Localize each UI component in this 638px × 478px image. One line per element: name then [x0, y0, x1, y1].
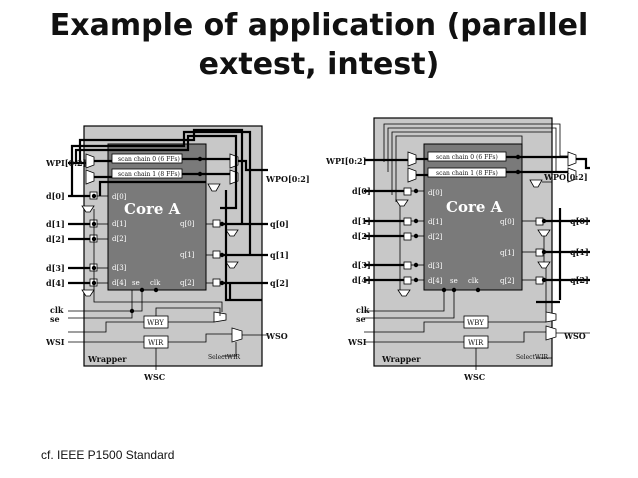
core-pin-se: se: [450, 277, 458, 285]
selectwir-label: SelectWIR: [208, 354, 240, 361]
pin-wso: WSO: [265, 331, 288, 341]
scan-chain-0-label: scan chain 0 (6 FFs): [118, 156, 180, 163]
junction-dots: [413, 154, 547, 293]
slide-title: Example of application (parallel extest,…: [0, 6, 638, 84]
core-title: Core A: [124, 200, 181, 218]
pin-q1: q[1]: [270, 250, 289, 260]
scan-chain-1-label: scan chain 1 (8 FFs): [436, 170, 498, 177]
core-pin-d4: d[4]: [112, 279, 127, 287]
core-pin-d1: d[1]: [428, 218, 443, 226]
pin-q2: q[2]: [570, 275, 589, 285]
core-pin-d3: d[3]: [428, 262, 443, 270]
pin-d3: d[3]: [352, 260, 371, 270]
pin-wpi: WPI[0:2]: [325, 156, 366, 166]
core-pin-d0: d[0]: [112, 193, 127, 201]
core-pin-q1: q[1]: [500, 249, 515, 257]
core-pin-q2: q[2]: [180, 279, 195, 287]
pin-q0: q[0]: [270, 219, 289, 229]
pin-q0: q[0]: [570, 216, 589, 226]
selectwir-label: SelectWIR: [516, 354, 548, 361]
pin-q1: q[1]: [570, 247, 589, 257]
pin-d1: d[1]: [352, 216, 371, 226]
wsc-label: WSC: [463, 372, 485, 382]
pin-d4: d[4]: [352, 275, 371, 285]
core-pin-d1: d[1]: [112, 220, 127, 228]
wir-label: WIR: [468, 339, 484, 347]
wrapper-label: Wrapper: [87, 354, 127, 364]
pin-se: se: [356, 314, 366, 324]
pin-wso: WSO: [563, 331, 586, 341]
extest-wires: [68, 128, 268, 302]
intest-diagram: scan chain 0 (6 FFs) scan chain 1 (8 FFs…: [324, 112, 598, 384]
pin-d0: d[0]: [46, 191, 65, 201]
slide-title-line-1: Example of application (parallel: [49, 8, 589, 43]
wsc-label: WSC: [143, 372, 165, 382]
scan-chain-0-label: scan chain 0 (6 FFs): [436, 154, 498, 161]
core-pin-d0: d[0]: [428, 189, 443, 197]
core-pin-d2: d[2]: [428, 233, 443, 241]
core-pin-q0: q[0]: [500, 218, 515, 226]
junction-dots: [91, 156, 225, 314]
pin-clk: clk: [356, 305, 370, 315]
pin-wsi: WSI: [347, 337, 367, 347]
intest-diagram-svg: scan chain 0 (6 FFs) scan chain 1 (8 FFs…: [324, 112, 598, 384]
caption: cf. IEEE P1500 Standard: [41, 448, 175, 462]
core-title: Core A: [446, 198, 503, 216]
core-box: [107, 143, 207, 291]
core-pin-d3: d[3]: [112, 264, 127, 272]
pin-wpo: WPO[0:2]: [265, 174, 310, 184]
wir-label: WIR: [148, 339, 164, 347]
pin-se: se: [50, 314, 60, 324]
core-pin-q1: q[1]: [180, 251, 195, 259]
pin-d2: d[2]: [46, 234, 65, 244]
pin-q2: q[2]: [270, 278, 289, 288]
core-pin-clk: clk: [150, 279, 161, 287]
slide-title-line-2: extest, intest): [198, 47, 440, 82]
core-pin-q2: q[2]: [500, 277, 515, 285]
core-pin-q0: q[0]: [180, 220, 195, 228]
extest-diagram-svg: scan chain 0 (6 FFs) scan chain 1 (8 FFs…: [46, 112, 320, 384]
pin-d3: d[3]: [46, 263, 65, 273]
pin-d0: d[0]: [352, 186, 371, 196]
scan-chain-1-label: scan chain 1 (8 FFs): [118, 171, 180, 178]
pin-wpo: WPO[0:2]: [543, 172, 588, 182]
pin-d2: d[2]: [352, 231, 371, 241]
pin-wsi: WSI: [46, 337, 65, 347]
wby-label: WBY: [147, 319, 164, 327]
thin-wires: [68, 195, 268, 370]
pin-d1: d[1]: [46, 219, 65, 229]
pin-wpi: WPI[0:2]: [46, 158, 86, 168]
extest-diagram: scan chain 0 (6 FFs) scan chain 1 (8 FFs…: [46, 112, 320, 384]
muxes: [395, 151, 577, 341]
core-pin-clk: clk: [468, 277, 479, 285]
wby-label: WBY: [467, 319, 484, 327]
core-pin-se: se: [132, 279, 140, 287]
core-pin-d2: d[2]: [112, 235, 127, 243]
core-pin-d4: d[4]: [428, 277, 443, 285]
pin-clk: clk: [50, 305, 64, 315]
wrapper-label: Wrapper: [381, 354, 421, 364]
pin-d4: d[4]: [46, 278, 65, 288]
